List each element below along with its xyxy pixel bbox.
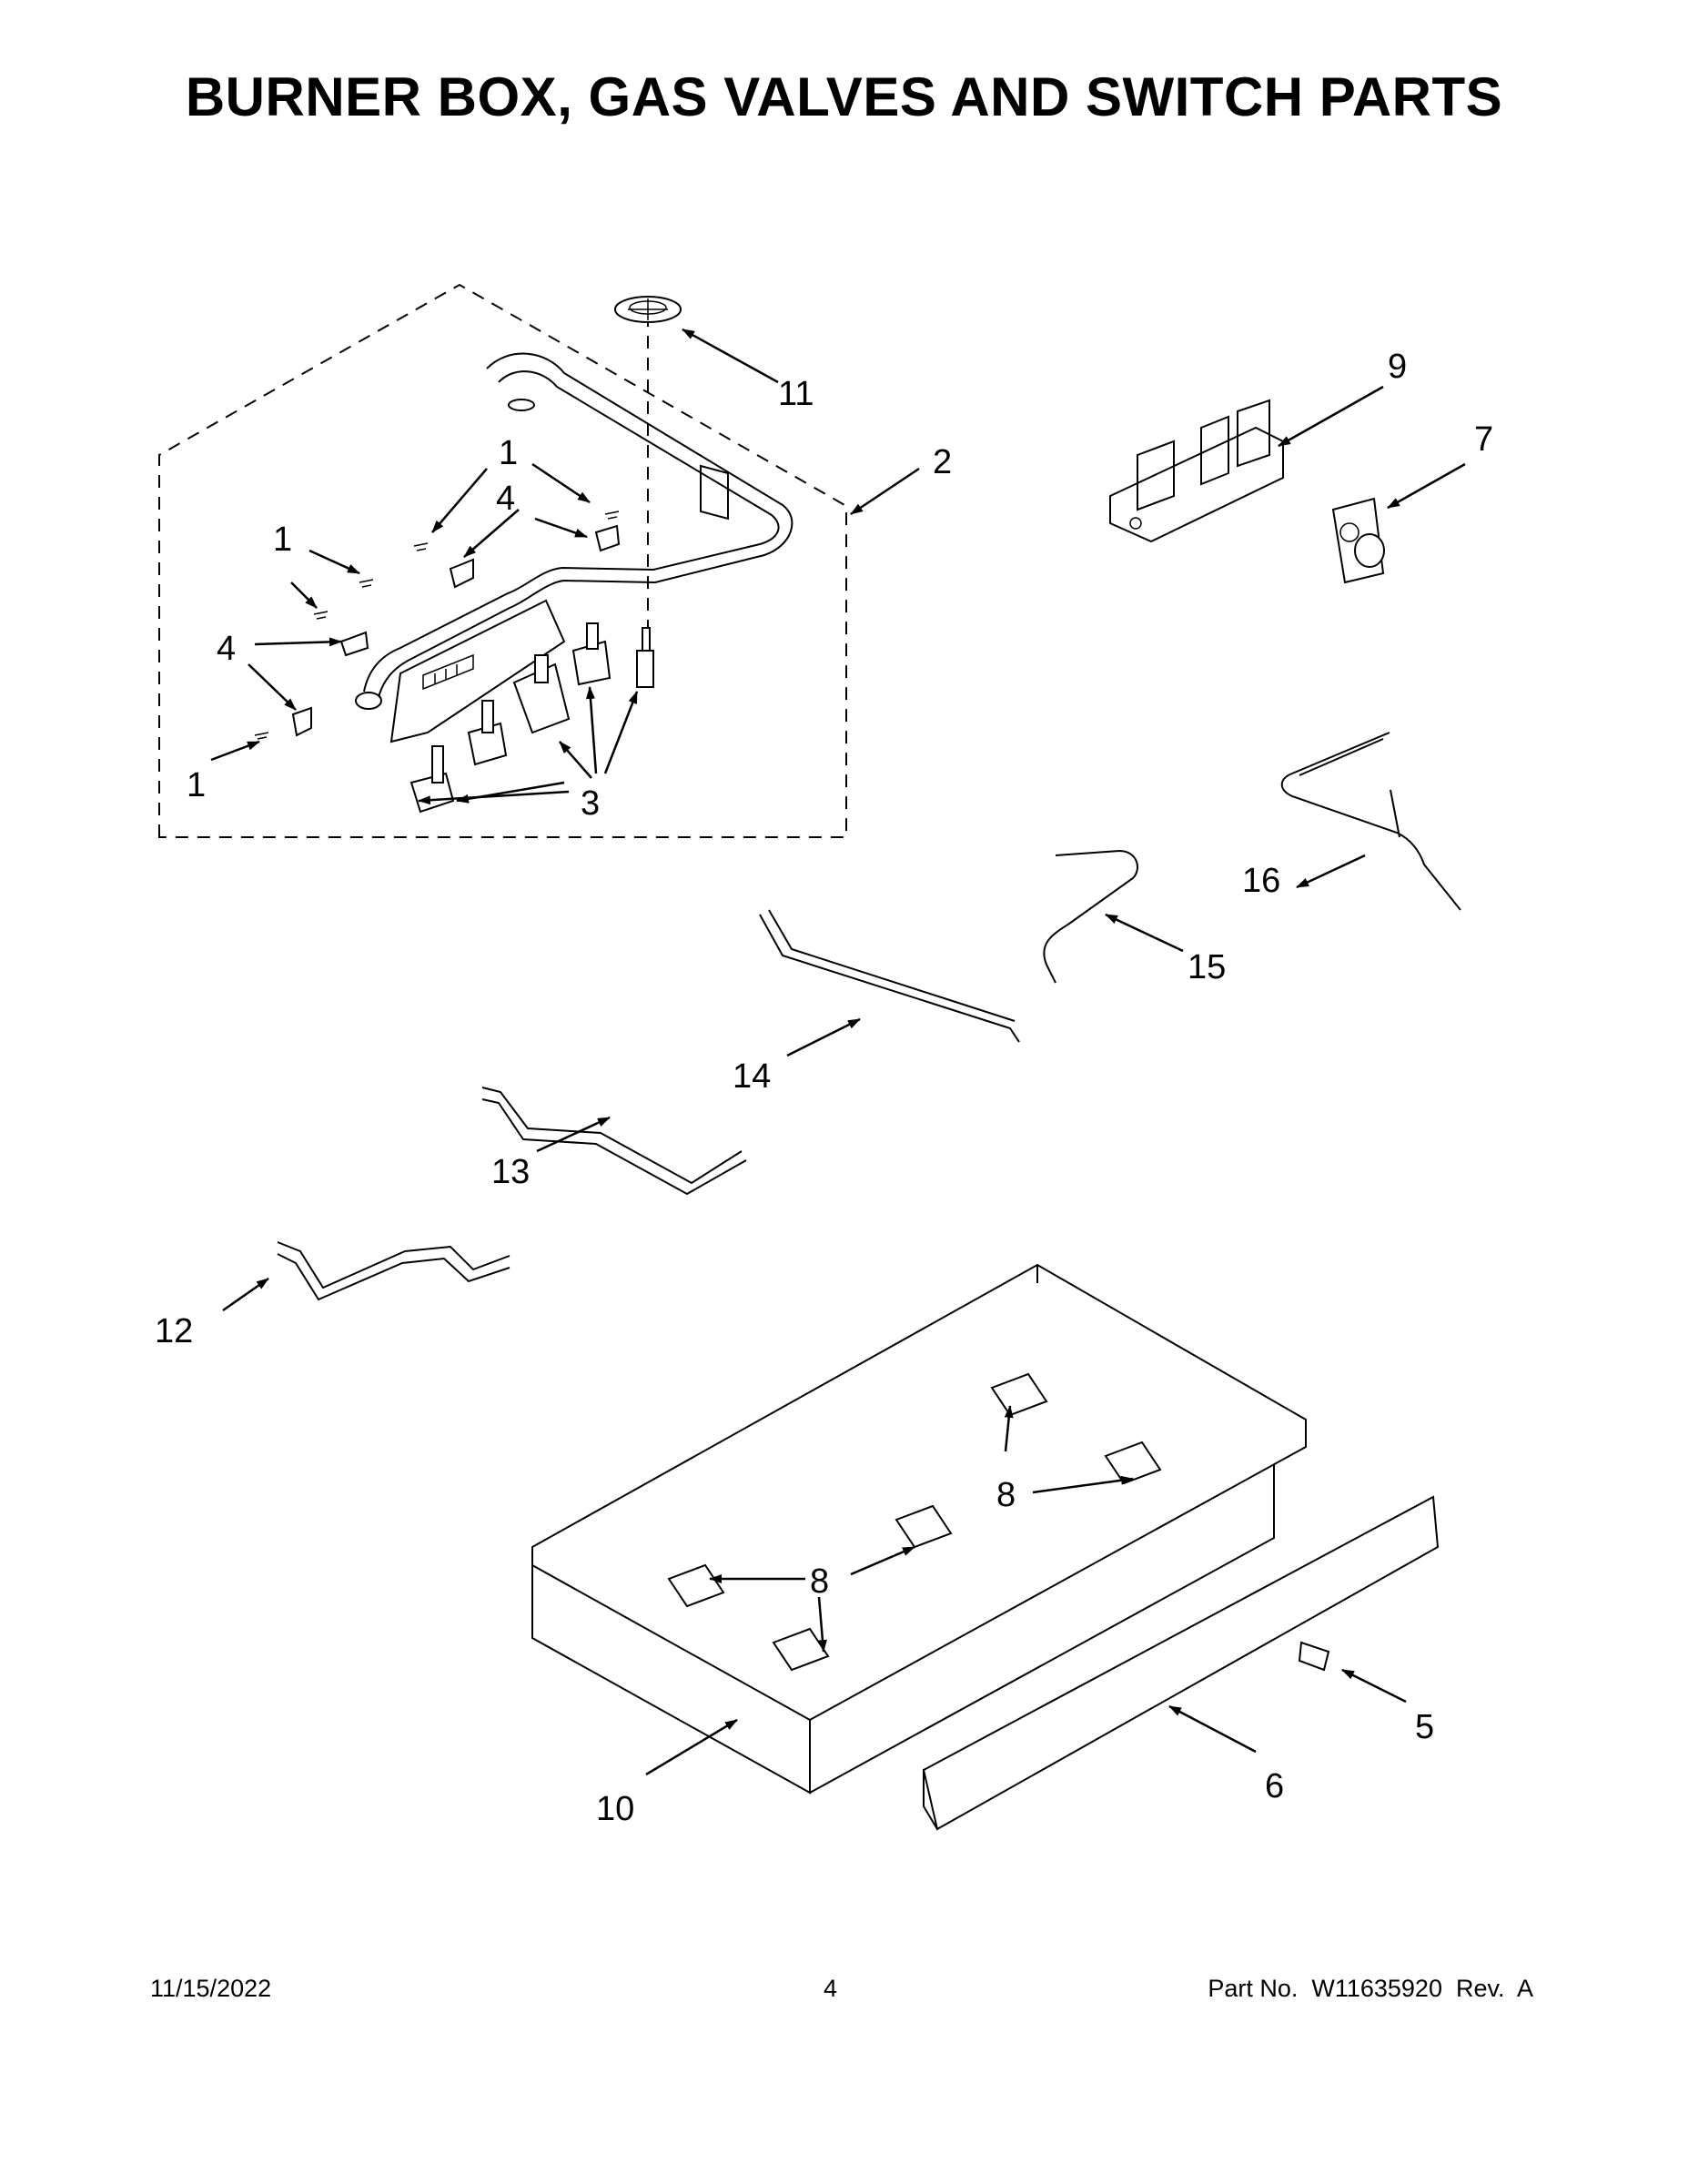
mounting-brackets-part (667, 1372, 1162, 1672)
callout-11: 11 (778, 375, 814, 413)
callout-6: 6 (1265, 1767, 1284, 1805)
callout-7: 7 (1474, 420, 1493, 459)
callout-9: 9 (1388, 348, 1407, 386)
screws-part (254, 511, 620, 740)
callout-3: 3 (581, 784, 600, 823)
callout-12: 12 (155, 1312, 193, 1350)
footer-page-number: 4 (824, 1975, 838, 2002)
callout-16: 16 (1242, 862, 1280, 900)
callout-15: 15 (1188, 948, 1226, 986)
trim-screw-part (1298, 1641, 1330, 1672)
manifold-tube-part (355, 352, 793, 743)
trim-strip-part (922, 1495, 1440, 1831)
callout-14: 14 (733, 1057, 771, 1096)
switch-assembly-part (1109, 399, 1284, 543)
callout-8-left: 8 (810, 1562, 829, 1601)
callout-4-top: 4 (496, 480, 515, 518)
regulator-part (1331, 497, 1385, 584)
gas-tubes-parts (277, 732, 1461, 1301)
callout-5: 5 (1415, 1708, 1434, 1746)
callout-1-left-lower: 1 (187, 766, 206, 804)
callout-8-right: 8 (996, 1476, 1016, 1514)
callout-4-left: 4 (217, 630, 236, 668)
callout-10: 10 (596, 1790, 634, 1828)
leader-arrows (210, 328, 1466, 1776)
footer-date: 11/15/2022 (150, 1975, 272, 2002)
callout-1-left-upper: 1 (273, 521, 292, 559)
burner-box-part (531, 1263, 1307, 1795)
ignitor-cap-part (614, 296, 682, 323)
callout-1-top: 1 (499, 434, 518, 472)
callout-2: 2 (933, 443, 952, 481)
gas-valves-part (409, 622, 654, 814)
page-title: BURNER BOX, GAS VALVES AND SWITCH PARTS (185, 66, 1503, 127)
brackets-part (291, 524, 621, 737)
assembly-boundary-dashed (158, 283, 847, 838)
footer-part-number: Part No. W11635920 Rev. A (1208, 1975, 1533, 2002)
callout-13: 13 (491, 1153, 530, 1191)
